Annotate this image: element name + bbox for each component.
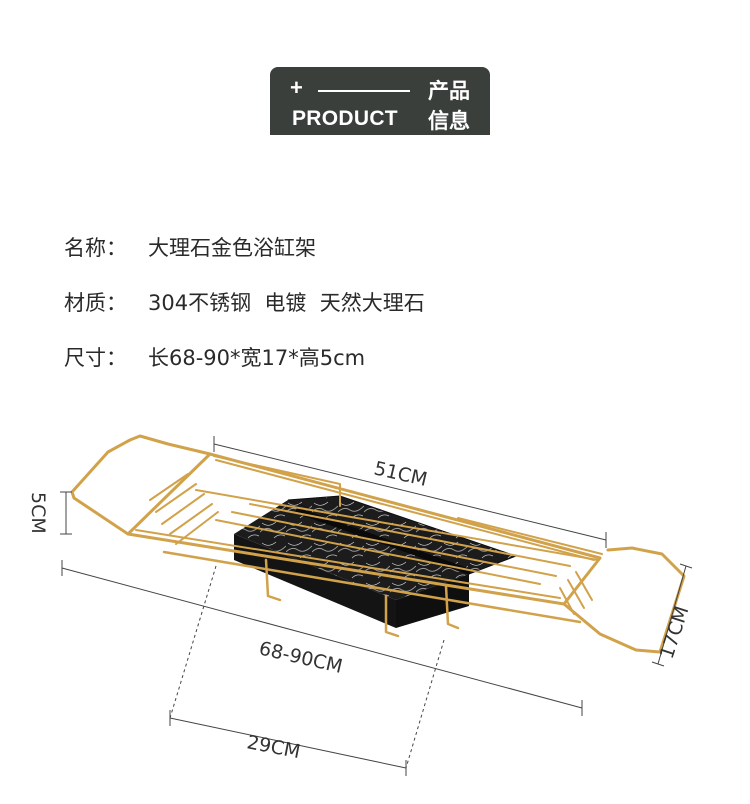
marble-tray [234,495,518,628]
badge-title-en: PRODUCT [292,107,398,130]
badge-divider [318,90,410,92]
spec-row-size: 尺寸： 长68-90*宽17*高5cm [64,342,365,372]
dim-width-label: 17CM [656,604,694,662]
plus-icon: + [290,75,303,100]
dim-extended-label: 68-90CM [257,637,345,678]
gold-wire-rack [70,434,686,654]
spec-value: 大理石金色浴缸架 [148,236,316,260]
product-info-badge: + PRODUCT 产品 信息 [270,67,490,135]
spec-key: 名称： [64,236,127,260]
dim-height-label: 5CM [27,492,49,534]
dimension-lines [60,436,693,776]
bathtub-caddy-diagram: 51CM 5CM 17CM 68-90CM 29CM [27,434,694,776]
spec-row-material: 材质： 304不锈钢 电镀 天然大理石 [64,287,425,317]
badge-title-zh-2: 信息 [428,109,470,133]
dim-tray-label: 29CM [245,731,302,763]
spec-value: 长68-90*宽17*高5cm [148,346,366,370]
spec-value: 304不锈钢 电镀 天然大理石 [148,291,425,315]
spec-row-name: 名称： 大理石金色浴缸架 [64,232,316,262]
dim-length-label: 51CM [372,457,429,491]
badge-title-zh-1: 产品 [428,79,470,103]
spec-key: 尺寸： [64,346,127,370]
spec-key: 材质： [64,291,127,315]
